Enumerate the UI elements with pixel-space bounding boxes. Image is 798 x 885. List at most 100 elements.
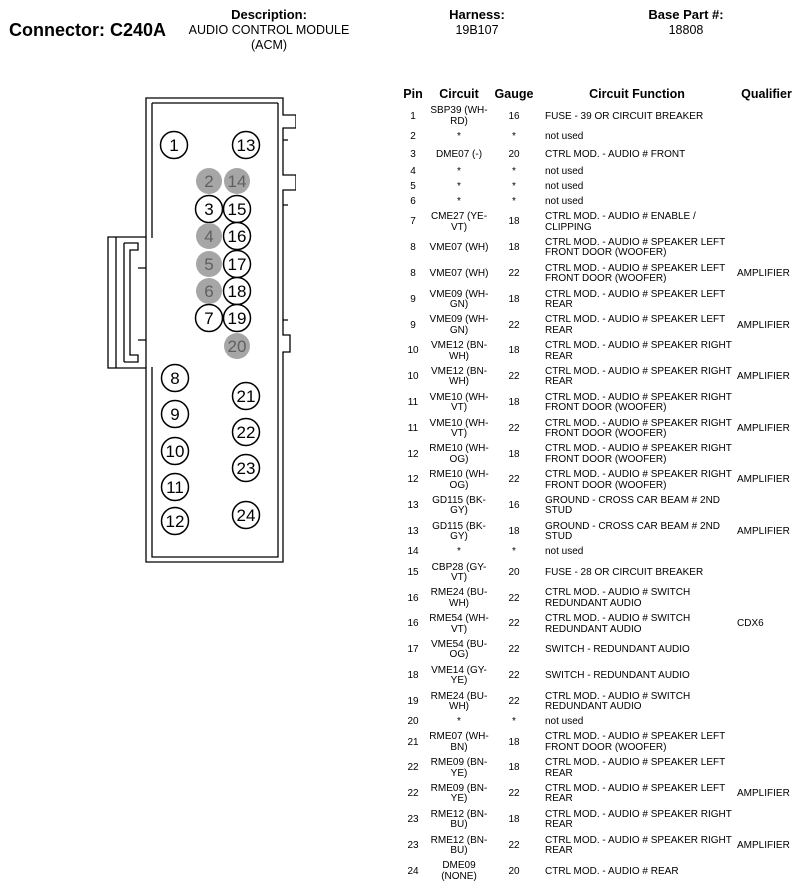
pin-cell: 16 [407, 592, 419, 604]
gauge-cell: 22 [508, 788, 520, 800]
pin-circle [224, 168, 250, 194]
pin-cell: 12 [407, 448, 419, 460]
qualifier-cell: AMPLIFIER [737, 319, 790, 331]
description-sub: (ACM) [250, 38, 288, 52]
gauge-cell: 18 [508, 448, 520, 460]
circuit-cell: VME09 (WH-GN) [429, 288, 489, 311]
pin-label: 22 [237, 423, 256, 442]
pin-label: 6 [204, 282, 213, 301]
gauge-cell: 18 [508, 813, 520, 825]
gauge-cell: * [512, 131, 516, 143]
pin-7: 7 [194, 303, 224, 333]
gauge-cell: 22 [508, 268, 520, 280]
pin-15: 15 [222, 194, 252, 224]
pin-cell: 2 [410, 131, 416, 143]
circuit-cell: VME14 (GY-YE) [431, 664, 487, 687]
pin-cell: 12 [407, 474, 419, 486]
pin-circle [194, 303, 224, 333]
circuit-cell: * [457, 166, 461, 178]
circuit-cell: * [457, 131, 461, 143]
pin-table: Pin Circuit Gauge Circuit Function Quali… [397, 84, 798, 885]
circuit-cell: * [457, 546, 461, 558]
function-cell: not used [545, 716, 584, 728]
gauge-cell: 22 [508, 695, 520, 707]
pin-cell: 15 [407, 566, 419, 578]
pin-circle [196, 278, 222, 304]
gauge-cell: 22 [508, 474, 520, 486]
base-part-value: 18808 [668, 23, 704, 37]
pin-cell: 11 [407, 422, 419, 434]
gauge-cell: * [512, 546, 516, 558]
pin-cell: 24 [407, 865, 419, 877]
qualifier-cell: AMPLIFIER [737, 422, 790, 434]
pin-cell: 23 [407, 839, 419, 851]
qualifier-cell [735, 390, 798, 416]
harness-label: Harness: [449, 7, 505, 22]
gauge-cell: * [512, 716, 516, 728]
circuit-cell: GD115 (BK-GY) [432, 520, 486, 543]
pin-label: 11 [166, 478, 184, 497]
pin-4: 4 [196, 223, 222, 249]
circuit-cell: * [457, 716, 461, 728]
gauge-cell: 18 [508, 242, 520, 254]
pin-circle [222, 221, 252, 251]
pin-label: 17 [228, 255, 247, 274]
gauge-cell: 22 [508, 618, 520, 630]
pin-cell: 21 [407, 736, 419, 748]
pin-19: 19 [222, 303, 252, 333]
gauge-cell: 22 [508, 319, 520, 331]
gauge-cell: 18 [508, 216, 520, 228]
description-block: Description: AUDIO CONTROL MODULE (ACM) [180, 7, 358, 53]
pin-circle [231, 381, 261, 411]
qualifier-cell [735, 638, 798, 664]
gauge-cell: 18 [508, 345, 520, 357]
pin-cell: 5 [410, 181, 416, 193]
function-cell: GROUND - CROSS CAR BEAM # 2ND STUD [545, 494, 721, 517]
pin-label: 10 [166, 442, 185, 461]
function-cell: CTRL MOD. - AUDIO # SWITCH REDUNDANT AUD… [545, 690, 691, 713]
circuit-cell: VME09 (WH-GN) [429, 314, 489, 336]
circuit-cell: DME07 (-) [435, 148, 483, 160]
gauge-cell: 22 [508, 839, 520, 851]
pin-cell: 4 [410, 166, 416, 178]
circuit-cell: VME54 (BU-OG) [430, 638, 488, 661]
circuit-cell: RME54 (WH-VT) [429, 613, 489, 635]
table-header-row: Pin Circuit Gauge Circuit Function Quali… [397, 84, 798, 104]
gauge-cell: 18 [508, 397, 520, 409]
pin-8: 8 [160, 363, 190, 393]
function-cell: CTRL MOD. - AUDIO # SPEAKER LEFT REAR [545, 757, 726, 779]
pin-cell: 19 [407, 695, 419, 707]
pin-label: 23 [237, 459, 256, 478]
circuit-cell: RME24 (BU-WH) [430, 690, 488, 713]
function-cell: not used [545, 166, 584, 178]
gauge-cell: * [512, 166, 516, 178]
function-cell: CTRL MOD. - AUDIO # SPEAKER RIGHT FRONT … [545, 469, 732, 491]
qualifier-cell [735, 104, 798, 130]
header-qualifier: Qualifier [741, 87, 792, 101]
pin-label: 4 [204, 227, 213, 246]
header-circuit: Circuit [439, 87, 479, 101]
circuit-cell: * [457, 196, 461, 208]
pin-label: 15 [228, 200, 247, 219]
pin-label: 8 [170, 369, 179, 388]
qualifier-cell: AMPLIFIER [737, 371, 790, 383]
gauge-cell: 18 [508, 762, 520, 774]
function-cell: CTRL MOD. - AUDIO # SPEAKER LEFT REAR [545, 782, 726, 805]
pin-10: 10 [160, 436, 190, 466]
circuit-cell: CBP28 (GY-VT) [431, 561, 487, 584]
circuit-cell: RME12 (BN-BU) [430, 834, 488, 857]
